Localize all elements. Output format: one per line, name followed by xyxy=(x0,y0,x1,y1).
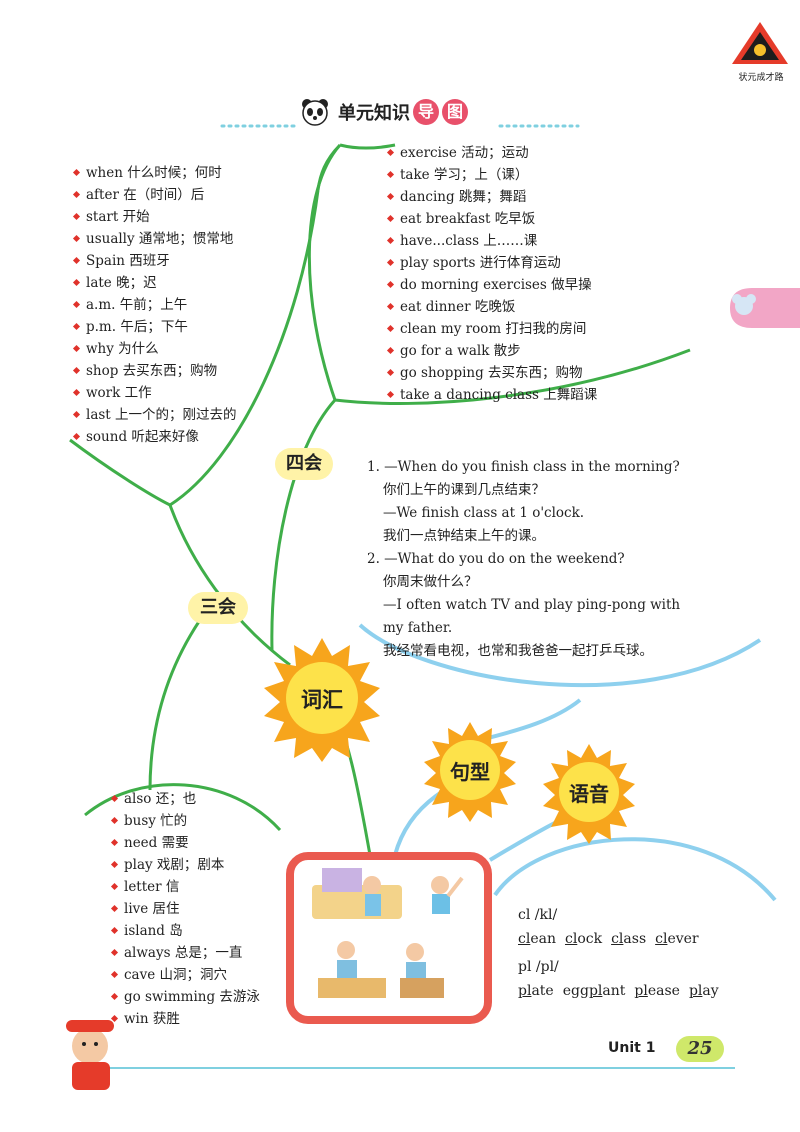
word-rest: ease xyxy=(647,983,680,999)
sentence-2-a-zh: 我经常看电视，也常和我爸爸一起打乒乓球。 xyxy=(383,643,653,659)
vocab-item: play sports 进行体育运动 xyxy=(386,252,597,274)
phonics-word: clever xyxy=(655,931,699,947)
vocab-item: why 为什么 xyxy=(72,338,237,360)
page-number: 25 xyxy=(676,1036,724,1062)
sentence-2-q-zh: 你周末做什么？ xyxy=(383,574,478,590)
children-illustration xyxy=(312,868,464,998)
word-rest: ock xyxy=(577,931,603,947)
vocab-item: Spain 西班牙 xyxy=(72,250,237,272)
vocab-item: clean my room 打扫我的房间 xyxy=(386,318,597,340)
vocab-item: island 岛 xyxy=(110,920,260,942)
word-rest: ever xyxy=(667,931,699,947)
sentence-1-q: 1. —When do you finish class in the morn… xyxy=(367,459,680,475)
vocab-item: live 居住 xyxy=(110,898,260,920)
vocab-item: have...class 上……课 xyxy=(386,230,597,252)
sentence-2-q: 2. —What do you do on the weekend? xyxy=(367,551,625,567)
phonics-pl-label: pl /pl/ xyxy=(518,959,559,975)
vocab-item: eat dinner 吃晚饭 xyxy=(386,296,597,318)
phonics-word: clock xyxy=(565,931,602,947)
sentence-2-a-cont: my father. xyxy=(383,620,453,636)
word-blend: pl xyxy=(588,983,603,999)
vocab-item: a.m. 午前；上午 xyxy=(72,294,237,316)
word-rest: ay xyxy=(702,983,719,999)
vocab-item: go swimming 去游泳 xyxy=(110,986,260,1008)
vocab-item: last 上一个的；刚过去的 xyxy=(72,404,237,426)
page-title: 单元知识 导 图 xyxy=(300,94,468,130)
unit-label: Unit 1 xyxy=(608,1040,656,1056)
vocab-item: win 获胜 xyxy=(110,1008,260,1030)
phonics-word: eggplant xyxy=(563,983,626,999)
phonics-word: clean xyxy=(518,931,556,947)
word-blend: pl xyxy=(688,983,703,999)
vocab-item: always 总是；一直 xyxy=(110,942,260,964)
title-char-tu: 图 xyxy=(442,99,468,125)
title-char-dao: 导 xyxy=(413,99,439,125)
vocab-item: dancing 跳舞；舞蹈 xyxy=(386,186,597,208)
label-ju-xing: 句型 xyxy=(450,760,490,784)
title-main: 单元知识 xyxy=(338,103,410,124)
sentence-2-a: —I often watch TV and play ping-pong wit… xyxy=(383,597,681,613)
vocab-item: when 什么时候；何时 xyxy=(72,162,237,184)
label-san-hui: 三会 xyxy=(188,592,248,624)
word-blend: cl xyxy=(655,931,668,947)
sun-sentences xyxy=(424,722,516,822)
word-rest: ate xyxy=(531,983,554,999)
phonics-word: class xyxy=(611,931,646,947)
vocab-item: sound 听起来好像 xyxy=(72,426,237,448)
vocab-item: play 戏剧；剧本 xyxy=(110,854,260,876)
vocab-item: p.m. 午后；下午 xyxy=(72,316,237,338)
vocab-item: go for a walk 散步 xyxy=(386,340,597,362)
sun-vocab xyxy=(264,638,380,762)
label-yu-yin: 语音 xyxy=(569,782,609,806)
vocab-item: letter 信 xyxy=(110,876,260,898)
vocab-item: start 开始 xyxy=(72,206,237,228)
phonics-cl-label: cl /kl/ xyxy=(518,907,558,923)
vocab-item: take a dancing class 上舞蹈课 xyxy=(386,384,597,406)
word-rest: ass xyxy=(623,931,647,947)
word-blend: pl xyxy=(518,983,532,999)
word-prefix: egg xyxy=(562,983,589,999)
panda-icon xyxy=(302,99,328,126)
sun-phonics xyxy=(543,744,635,844)
vocab-item: shop 去买东西；购物 xyxy=(72,360,237,382)
logo-text: 状元成才路 xyxy=(738,73,784,83)
label-si-hui: 四会 xyxy=(275,448,333,480)
word-blend: cl xyxy=(518,931,531,947)
vocab-item: need 需要 xyxy=(110,832,260,854)
vocab-item: work 工作 xyxy=(72,382,237,404)
vocab-item: do morning exercises 做早操 xyxy=(386,274,597,296)
word-rest: ant xyxy=(602,983,626,999)
publisher-logo xyxy=(732,22,788,64)
vocab-item: usually 通常地；惯常地 xyxy=(72,228,237,250)
sentence-1-q-zh: 你们上午的课到几点结束？ xyxy=(383,482,545,498)
vocab-item: busy 忙的 xyxy=(110,810,260,832)
phonics-word: plate xyxy=(518,983,554,999)
word-rest: ean xyxy=(530,931,556,947)
sentence-1-a-zh: 我们一点钟结束上午的课。 xyxy=(383,528,545,544)
vocab-item: exercise 活动；运动 xyxy=(386,142,597,164)
word-blend: cl xyxy=(564,931,578,947)
vocab-item: after 在（时间）后 xyxy=(72,184,237,206)
word-blend: pl xyxy=(634,983,648,999)
side-tab xyxy=(730,288,800,328)
label-ci-hui: 词汇 xyxy=(301,688,343,712)
word-blend: cl xyxy=(611,931,624,947)
vocab-item: go shopping 去买东西；购物 xyxy=(386,362,597,384)
vocab-item: late 晚；迟 xyxy=(72,272,237,294)
sentence-1-a: —We finish class at 1 o'clock. xyxy=(383,505,585,521)
vocab-item: take 学习；上（课） xyxy=(386,164,597,186)
phonics-word: play xyxy=(689,983,719,999)
mascot-illustration xyxy=(66,1020,114,1090)
vocab-item: eat breakfast 吃早饭 xyxy=(386,208,597,230)
phonics-word: please xyxy=(634,983,680,999)
vocab-item: also 还；也 xyxy=(110,788,260,810)
vocab-item: cave 山洞；洞穴 xyxy=(110,964,260,986)
